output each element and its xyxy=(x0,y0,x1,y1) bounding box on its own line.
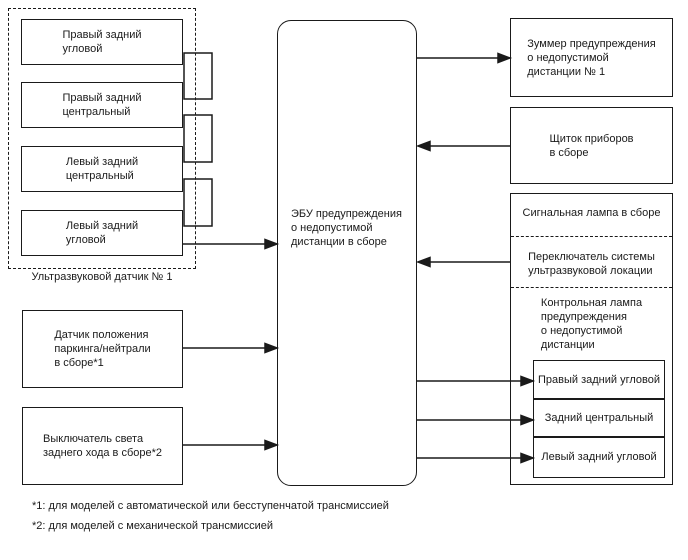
arrow-reverse-switch-to-ecu xyxy=(183,439,280,451)
sensor-box-left-rear-center: Левый задний центральный xyxy=(21,146,183,192)
warning-buzzer-label: Зуммер предупреждения о недопустимой дис… xyxy=(527,37,656,78)
instrument-cluster-box: Щиток приборов в сборе xyxy=(510,107,673,184)
arrow-sensors-to-ecu xyxy=(183,238,280,250)
warning-lamp-header: Контрольная лампа предупреждения о недоп… xyxy=(540,297,643,351)
sensor-box-right-rear-center: Правый задний центральный xyxy=(21,82,183,128)
sensor-chain-brackets xyxy=(183,52,213,227)
arrow-ecu-to-indicator-center xyxy=(417,414,536,426)
arrow-sonar-switch-to-ecu xyxy=(415,256,510,268)
section-separator xyxy=(511,236,672,237)
indicator-label: Правый задний угловой xyxy=(537,374,660,386)
sensor-group-box xyxy=(8,8,196,269)
arrow-parking-sensor-to-ecu xyxy=(183,342,280,354)
sonar-switch-section: Переключатель системы ультразвуковой лок… xyxy=(510,250,673,278)
indicator-label: Левый задний угловой xyxy=(541,451,657,463)
indicator-label: Задний центральный xyxy=(544,412,654,424)
indicator-box-left-rear-corner: Левый задний угловой xyxy=(533,436,665,478)
instrument-cluster-label: Щиток приборов в сборе xyxy=(549,132,634,159)
arrow-cluster-to-ecu xyxy=(415,140,510,152)
section-separator xyxy=(511,287,672,288)
footnote-1: *1: для моделей с автоматической или бес… xyxy=(32,500,389,512)
sensor-box-left-rear-corner: Левый задний угловой xyxy=(21,210,183,256)
footnote-2: *2: для моделей с механической трансмисс… xyxy=(32,520,273,532)
sensor-label: Правый задний угловой xyxy=(62,29,142,55)
sensor-box-right-rear-corner: Правый задний угловой xyxy=(21,19,183,65)
warning-lamp-section: Контрольная лампа предупреждения о недоп… xyxy=(510,296,673,352)
reverse-light-switch-label: Выключатель света заднего хода в сборе*2 xyxy=(42,433,162,459)
sensor-label: Левый задний центральный xyxy=(65,156,139,182)
ecu-label: ЭБУ предупреждения о недопустимой дистан… xyxy=(291,208,402,248)
sensor-group-caption-text: Ультразвуковой датчик № 1 xyxy=(31,271,173,283)
sonar-switch-label: Переключатель системы ультразвуковой лок… xyxy=(528,251,655,277)
sensor-label: Правый задний центральный xyxy=(62,92,142,118)
signal-lamp-section: Сигнальная лампа в сборе xyxy=(510,206,673,220)
reverse-light-switch-box: Выключатель света заднего хода в сборе*2 xyxy=(22,407,183,485)
ecu-box: ЭБУ предупреждения о недопустимой дистан… xyxy=(277,20,417,486)
arrow-ecu-to-buzzer xyxy=(417,52,513,64)
indicator-box-rear-center: Задний центральный xyxy=(533,398,665,438)
indicator-box-right-rear-corner: Правый задний угловой xyxy=(533,360,665,400)
combination-output-box xyxy=(510,193,673,485)
signal-lamp-label: Сигнальная лампа в сборе xyxy=(522,207,661,219)
arrow-ecu-to-indicator-right xyxy=(417,375,536,387)
arrow-ecu-to-indicator-left xyxy=(417,452,536,464)
sensor-label: Левый задний угловой xyxy=(65,220,139,246)
parking-neutral-sensor-label: Датчик положения паркинга/нейтрали в сбо… xyxy=(54,329,151,369)
sensor-group-caption: Ультразвуковой датчик № 1 xyxy=(8,270,196,284)
warning-buzzer-box: Зуммер предупреждения о недопустимой дис… xyxy=(510,18,673,97)
parking-neutral-sensor-box: Датчик положения паркинга/нейтрали в сбо… xyxy=(22,310,183,388)
